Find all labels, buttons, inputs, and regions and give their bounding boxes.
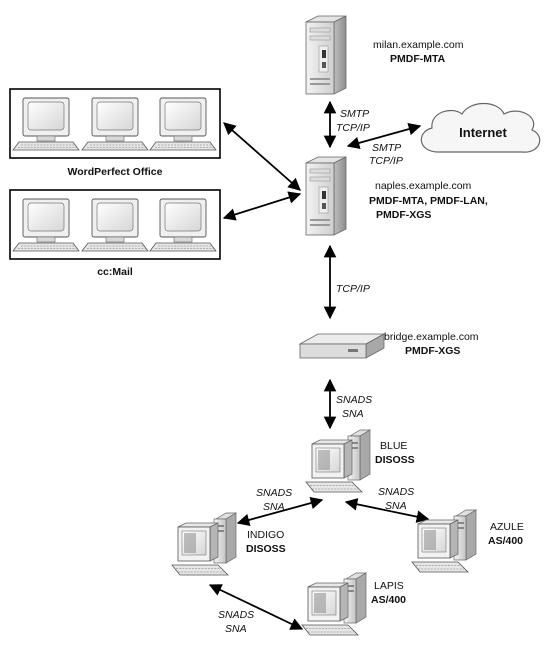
blue-indigo-proto: SNADS (256, 487, 292, 499)
link-blue-azule (344, 498, 430, 523)
azule-name: AZULE (490, 521, 524, 533)
indigo-lapis-proto: SNADS (218, 609, 254, 621)
desktop-computer-icon (301, 572, 367, 636)
blue-azule-net: SNA (385, 500, 407, 512)
link-wordperfect-naples (223, 122, 301, 191)
desktop-computer-icon (305, 429, 371, 493)
network-bridge-icon (298, 333, 386, 359)
workstation-icon (12, 198, 80, 252)
server-tower-icon (305, 156, 347, 236)
azule-role: AS/400 (488, 535, 523, 547)
milan-role: PMDF-MTA (390, 53, 446, 65)
workstation-icon (12, 97, 80, 151)
milan-naples-net: TCP/IP (336, 122, 370, 134)
link-indigo-lapis (208, 584, 304, 630)
link-naples-internet (346, 122, 422, 150)
indigo-role: DISOSS (246, 543, 286, 555)
ccmail-group: cc:Mail (9, 189, 221, 278)
bridge-host: bridge.example.com (384, 331, 479, 343)
blue-name: BLUE (380, 440, 407, 452)
naples-server: naples.example.com PMDF-MTA, PMDF-LAN, P… (305, 156, 488, 236)
server-tower-icon (305, 15, 347, 95)
bridge-device: bridge.example.com PMDF-XGS (298, 331, 479, 359)
link-labels: SMTP TCP/IP SMTP TCP/IP TCP/IP SNADS SNA… (218, 108, 414, 635)
blue-role: DISOSS (375, 454, 415, 466)
indigo-lapis-net: SNA (225, 623, 247, 635)
desktop-computer-icon (411, 509, 477, 573)
cloud-icon (420, 102, 541, 153)
blue-azule-proto: SNADS (378, 486, 414, 498)
milan-naples-proto: SMTP (340, 108, 369, 120)
internet-cloud: Internet (420, 102, 541, 153)
wordperfect-group: WordPerfect Office (9, 88, 221, 178)
lapis-host: LAPIS AS/400 (301, 572, 406, 636)
blue-indigo-net: SNA (263, 501, 285, 513)
desktop-computer-icon (171, 512, 237, 576)
ccmail-label: cc:Mail (97, 266, 133, 278)
indigo-name: INDIGO (247, 529, 284, 541)
link-ccmail-naples (222, 191, 302, 221)
link-blue-indigo (236, 496, 324, 527)
naples-internet-proto: SMTP (372, 142, 401, 154)
lapis-name: LAPIS (374, 580, 404, 592)
internet-label: Internet (459, 125, 507, 140)
naples-bridge-net: TCP/IP (336, 283, 370, 295)
bridge-blue-net: SNA (342, 408, 364, 420)
milan-server: milan.example.com PMDF-MTA (305, 15, 464, 95)
indigo-host: INDIGO DISOSS (171, 512, 286, 576)
workstation-icon (149, 97, 217, 151)
workstation-icon (149, 198, 217, 252)
wordperfect-label: WordPerfect Office (68, 166, 163, 178)
bridge-blue-proto: SNADS (336, 394, 372, 406)
milan-host: milan.example.com (373, 39, 464, 51)
workstation-icon (81, 198, 149, 252)
naples-host: naples.example.com (375, 180, 472, 192)
naples-internet-net: TCP/IP (369, 155, 403, 167)
connections (208, 100, 430, 630)
naples-role-line1: PMDF-MTA, PMDF-LAN, (369, 195, 488, 207)
naples-role-line2: PMDF-XGS (376, 209, 431, 221)
blue-host: BLUE DISOSS (305, 429, 415, 493)
workstation-icon (81, 97, 149, 151)
bridge-role: PMDF-XGS (405, 345, 460, 357)
lapis-role: AS/400 (371, 594, 406, 606)
azule-host: AZULE AS/400 (411, 509, 524, 573)
